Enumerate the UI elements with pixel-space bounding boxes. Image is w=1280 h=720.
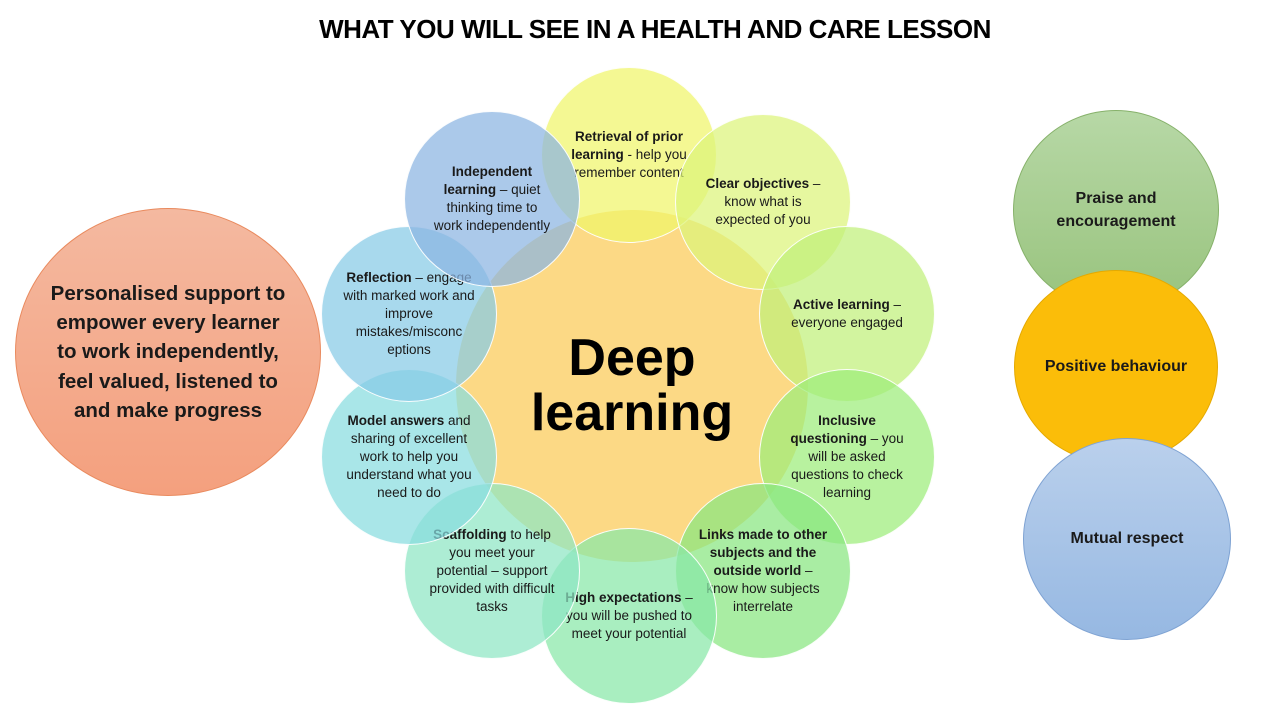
core-line-1: Deep <box>568 329 696 388</box>
praise-text: Praise and encouragement <box>1056 189 1176 230</box>
personalised-support-text: Personalised support to empower every le… <box>50 282 286 422</box>
positive-behaviour-text: Positive behaviour <box>1044 358 1188 376</box>
positive-behaviour-circle: Positive behaviour <box>1014 270 1218 464</box>
petal-independent-learning: Independent learning – quiet thinking ti… <box>404 111 580 287</box>
mutual-respect-circle: Mutual respect <box>1023 438 1231 640</box>
petal-inclusive-questioning: Inclusive questioning – you will be aske… <box>759 369 935 545</box>
petal-reflection: Reflection – engage with marked work and… <box>321 226 497 402</box>
core-line-2: learning <box>530 384 734 442</box>
mutual-respect-text: Mutual respect <box>1070 530 1184 548</box>
personalised-support-circle: Personalised support to empower every le… <box>15 208 321 496</box>
petal-model-answers: Model answers and sharing of excellent w… <box>321 369 497 545</box>
page-title: WHAT YOU WILL SEE IN A HEALTH AND CARE L… <box>319 14 991 44</box>
